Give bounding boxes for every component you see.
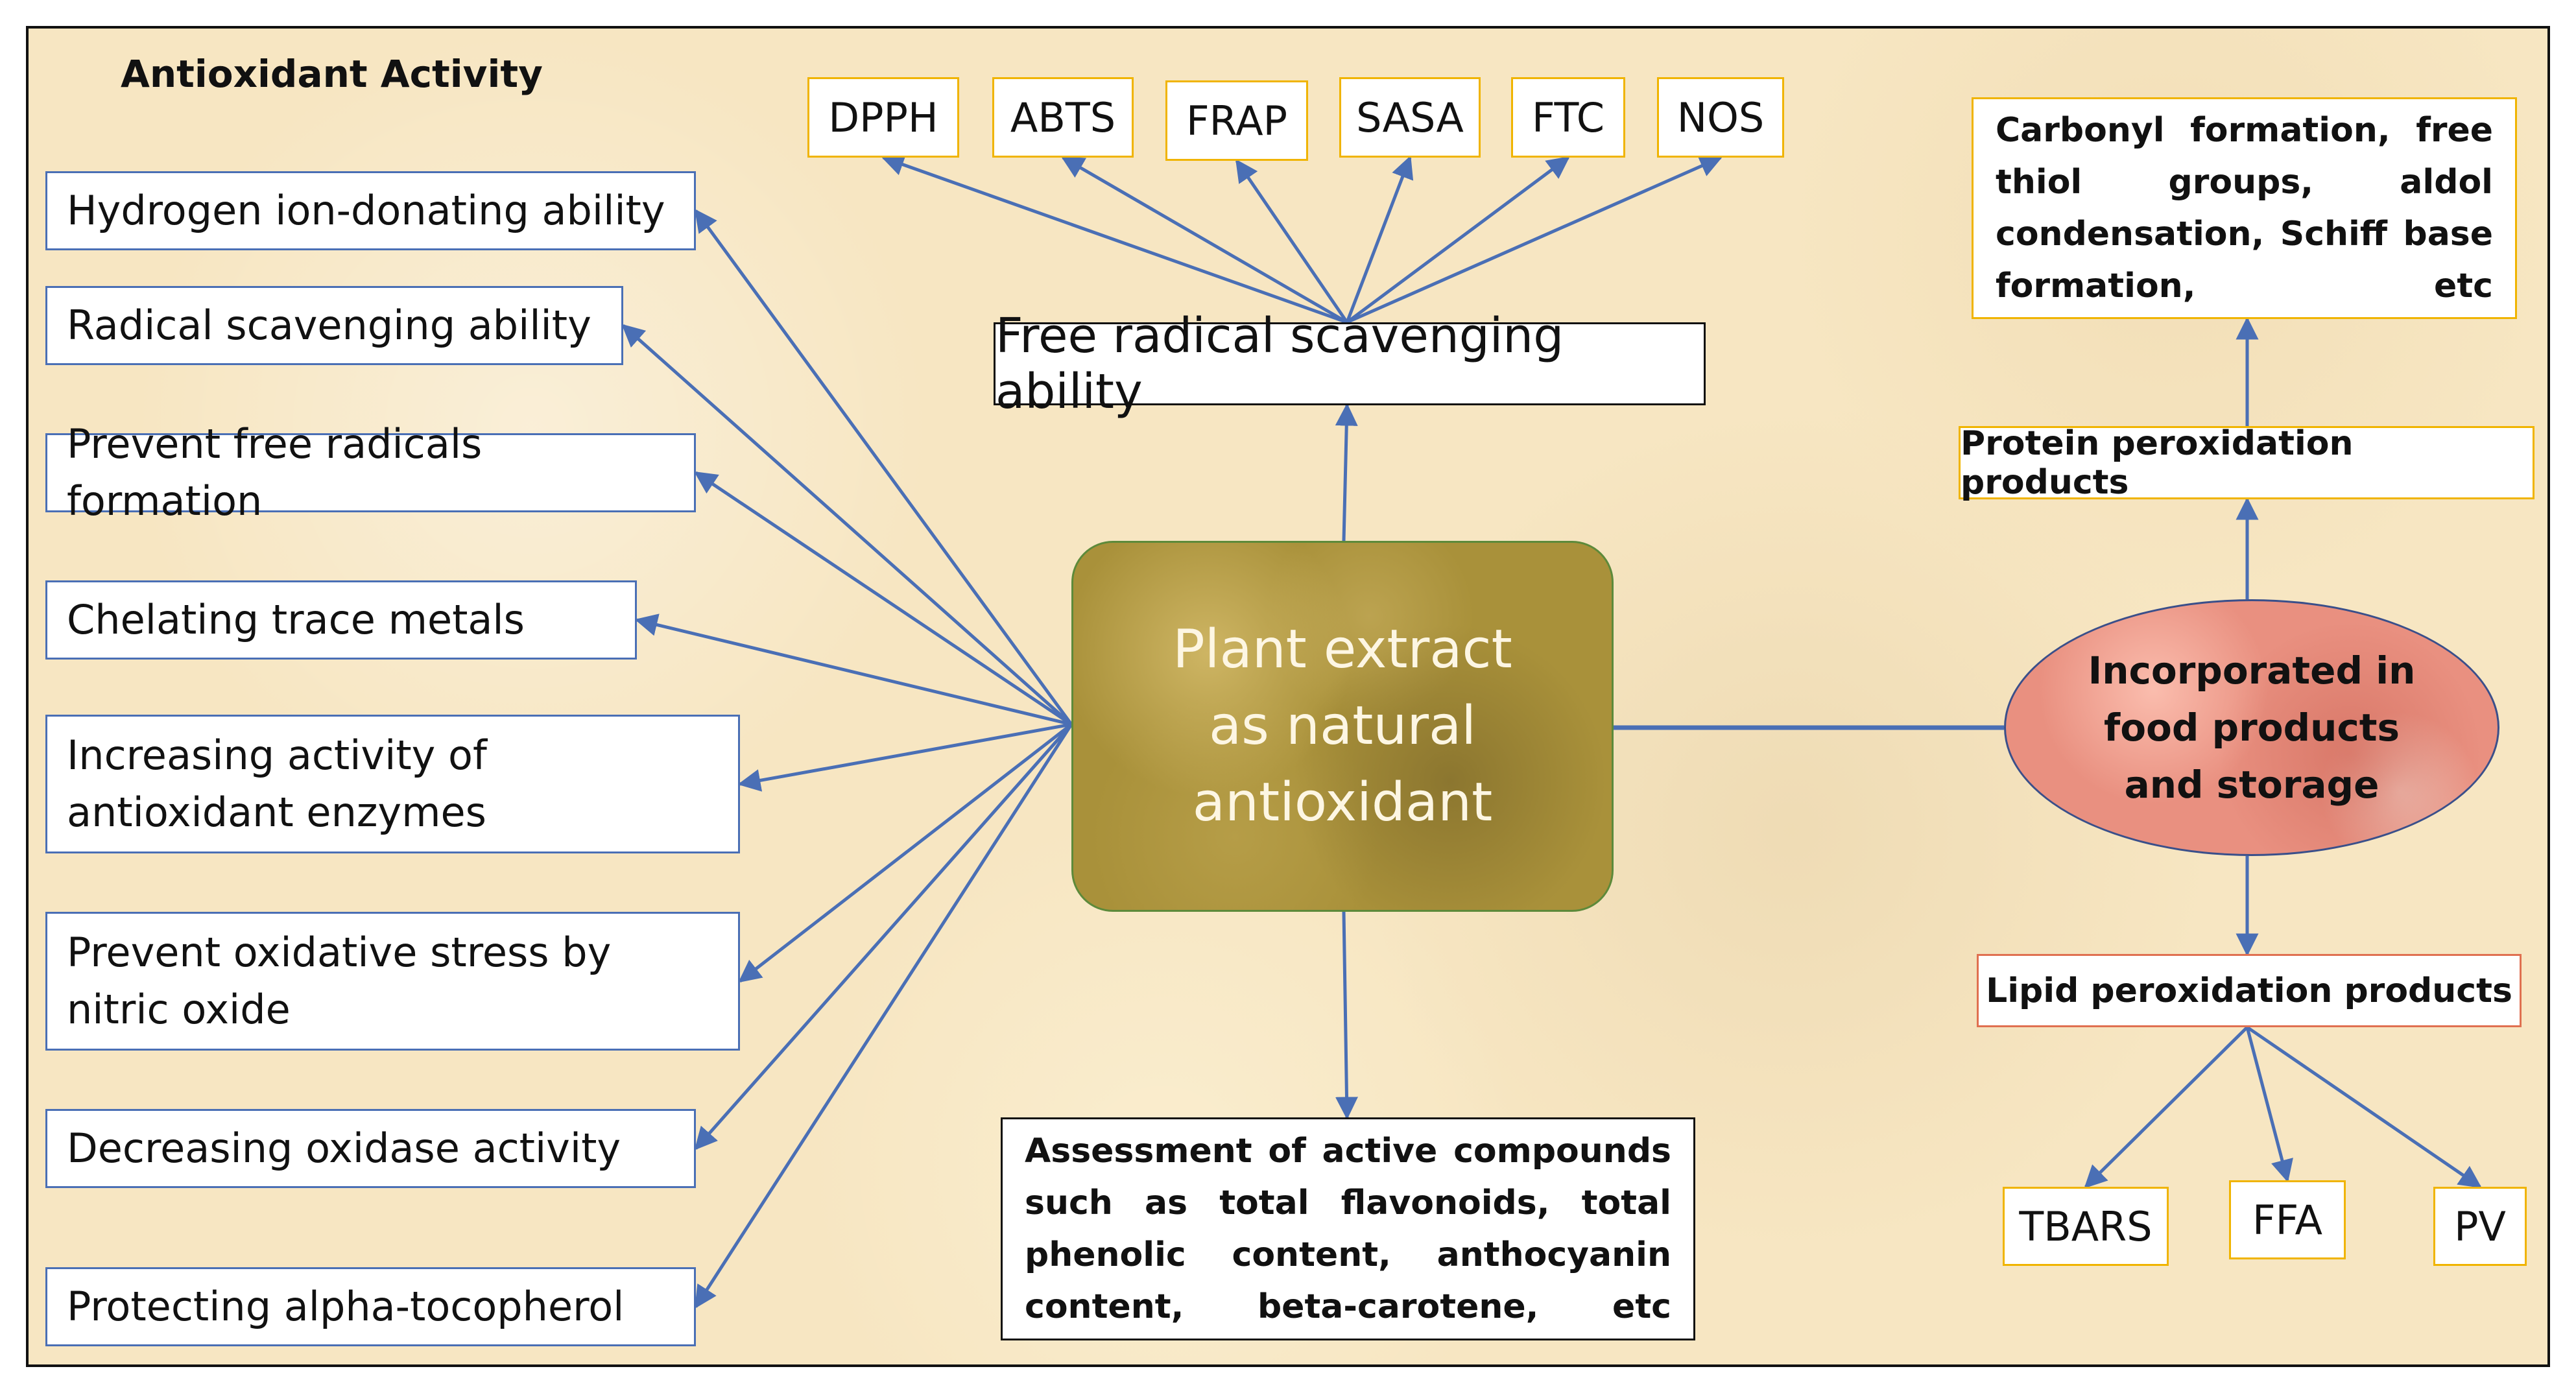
arrow-to-nos xyxy=(1346,155,1723,324)
arrow-to-tbars xyxy=(2084,1026,2248,1189)
food-incorporation-label: Incorporated in food products and storag… xyxy=(2088,649,2416,807)
activity-radical-scavenging: Radical scavenging ability xyxy=(45,286,623,365)
plant-extract-center: Plant extract as natural antioxidant xyxy=(1071,541,1614,912)
protein-peroxidation-box: Protein peroxidation products xyxy=(1959,424,2534,502)
arrow-to-free-radical-box xyxy=(1335,403,1358,542)
arrow-to-ffa xyxy=(2245,1027,2293,1183)
assay-frap: FRAP xyxy=(1165,80,1308,161)
activity-nitric-oxide: Prevent oxidative stress by nitric oxide xyxy=(45,912,740,1051)
assay-abts: ABTS xyxy=(992,77,1134,158)
arrow-to-alpha-tocopherol xyxy=(694,723,1073,1309)
lipid-product-pv: PV xyxy=(2433,1187,2527,1266)
arrow-to-antioxidant-enzymes xyxy=(737,722,1072,792)
arrow-to-oxidase xyxy=(694,723,1073,1150)
carbonyl-label: Carbonyl formation, free thiol groups, a… xyxy=(1996,111,2493,305)
arrow-to-assessment xyxy=(1335,911,1359,1120)
lipid-product-tbars: TBARS xyxy=(2003,1187,2169,1266)
assay-sasa: SASA xyxy=(1339,77,1481,158)
arrow-to-radical-scavenging xyxy=(621,324,1073,726)
activity-prevent-free-radicals: Prevent free radicals formation xyxy=(45,420,696,525)
assay-ftc: FTC xyxy=(1511,77,1625,158)
arrow-to-sasa xyxy=(1345,155,1414,323)
arrow-to-frap xyxy=(1235,159,1349,324)
arrow-to-pv xyxy=(2246,1025,2482,1189)
assay-dpph: DPPH xyxy=(807,77,959,158)
arrow-to-chelating-metals xyxy=(634,613,1072,726)
arrow-to-ftc xyxy=(1346,156,1570,324)
diagram-title: Antioxidant Activity xyxy=(121,52,543,96)
arrow-to-prevent-free-radicals xyxy=(694,471,1073,726)
free-radical-scavenging-box: Free radical scavenging ability xyxy=(994,308,1706,420)
food-incorporation-ellipse: Incorporated in food products and storag… xyxy=(2004,599,2499,856)
lipid-product-ffa: FFA xyxy=(2229,1180,2346,1259)
activity-chelating-metals: Chelating trace metals xyxy=(45,580,637,660)
arrow-to-nitric-oxide xyxy=(738,723,1073,983)
assessment-box: Assessment of active compounds such as t… xyxy=(1001,1117,1695,1340)
assessment-label: Assessment of active compounds such as t… xyxy=(1025,1132,1671,1326)
carbonyl-box: Carbonyl formation, free thiol groups, a… xyxy=(1972,97,2517,319)
arrow-to-abts xyxy=(1060,156,1348,324)
lipid-peroxidation-box: Lipid peroxidation products xyxy=(1977,954,2522,1027)
assay-nos: NOS xyxy=(1657,77,1784,158)
activity-oxidase: Decreasing oxidase activity xyxy=(45,1109,696,1188)
plant-extract-label: Plant extract as natural antioxidant xyxy=(1173,619,1512,833)
activity-hydrogen-donating: Hydrogen ion-donating ability xyxy=(45,171,696,250)
arrow-to-hydrogen-donating xyxy=(694,209,1073,726)
arrow-to-dpph xyxy=(881,154,1348,324)
activity-antioxidant-enzymes: Increasing activity of antioxidant enzym… xyxy=(45,715,740,853)
activity-alpha-tocopherol: Protecting alpha-tocopherol xyxy=(45,1267,696,1346)
